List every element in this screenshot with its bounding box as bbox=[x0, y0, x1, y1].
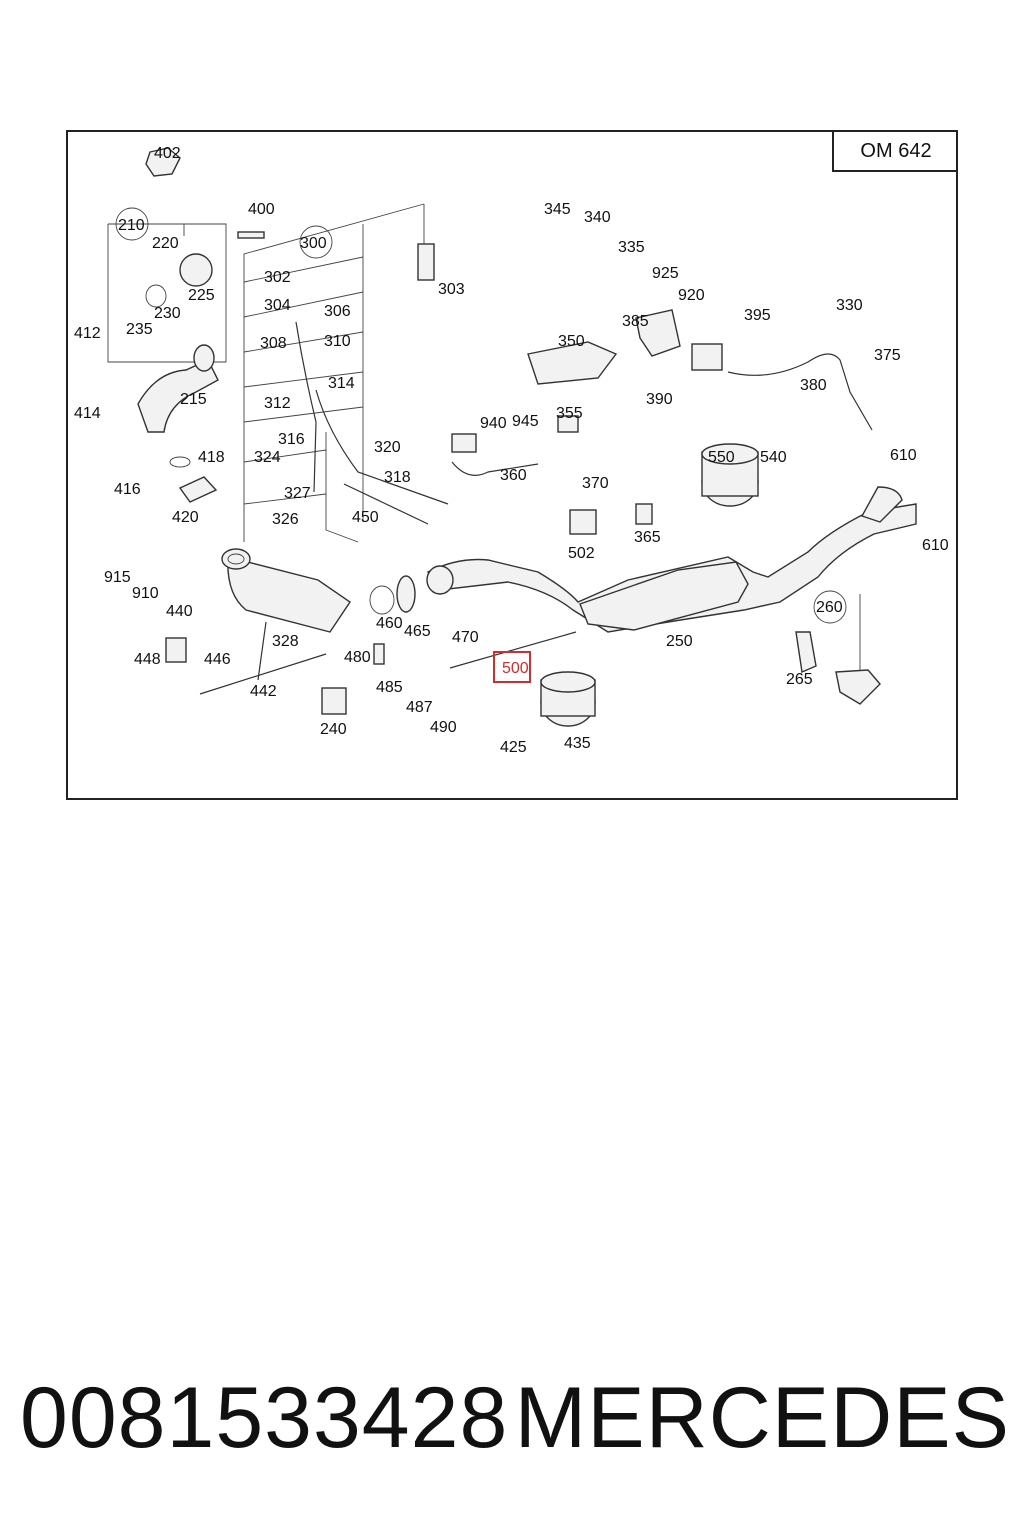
callout-label: 345 bbox=[544, 201, 571, 218]
callout-label: 920 bbox=[678, 287, 705, 304]
callout-label: 306 bbox=[324, 303, 351, 320]
manifold-group bbox=[137, 147, 265, 503]
callout-label: 215 bbox=[180, 391, 207, 408]
callout-label: 425 bbox=[500, 739, 527, 756]
part-number: 0081533428 bbox=[20, 1370, 509, 1466]
footer-caption: 0081533428 MERCEDES bbox=[20, 1368, 1010, 1468]
callout-label: 940 bbox=[480, 415, 507, 432]
model-code-box: OM 642 bbox=[832, 132, 956, 172]
callout-label: 240 bbox=[320, 721, 347, 738]
callout-label: 303 bbox=[438, 281, 465, 298]
callout-label: 310 bbox=[324, 333, 351, 350]
callout-label: 487 bbox=[406, 699, 433, 716]
callout-label: 324 bbox=[254, 449, 281, 466]
callout-label: 460 bbox=[376, 615, 403, 632]
callout-label: 490 bbox=[430, 719, 457, 736]
callout-label: 910 bbox=[132, 585, 159, 602]
callout-label: 308 bbox=[260, 335, 287, 352]
exploded-parts-diagram: 402 400 210 220 225 230 235 412 414 215 … bbox=[66, 130, 958, 800]
callout-label: 235 bbox=[126, 321, 153, 338]
callout-label: 400 bbox=[248, 201, 275, 218]
callout-label: 300 bbox=[300, 235, 327, 252]
callout-label: 265 bbox=[786, 671, 813, 688]
callout-label: 446 bbox=[204, 651, 231, 668]
callout-label: 945 bbox=[512, 413, 539, 430]
callout-label: 326 bbox=[272, 511, 299, 528]
callout-labels: 402 400 210 220 225 230 235 412 414 215 … bbox=[74, 145, 949, 756]
callout-label: 250 bbox=[666, 633, 693, 650]
callout-label: 314 bbox=[328, 375, 355, 392]
callout-label: 320 bbox=[374, 439, 401, 456]
callout-label: 925 bbox=[652, 265, 679, 282]
callout-label: 435 bbox=[564, 735, 591, 752]
callout-label: 318 bbox=[384, 469, 411, 486]
callout-label: 230 bbox=[154, 305, 181, 322]
callout-label: 360 bbox=[500, 467, 527, 484]
callout-label: 480 bbox=[344, 649, 371, 666]
callout-label: 416 bbox=[114, 481, 141, 498]
diagram-drawing: 402 400 210 220 225 230 235 412 414 215 … bbox=[74, 145, 949, 756]
callout-label: 327 bbox=[284, 485, 311, 502]
callout-label: 220 bbox=[152, 235, 179, 252]
callout-label: 350 bbox=[558, 333, 585, 350]
callout-label: 448 bbox=[134, 651, 161, 668]
callout-label: 418 bbox=[198, 449, 225, 466]
callout-label: 412 bbox=[74, 325, 101, 342]
callout-label: 380 bbox=[800, 377, 827, 394]
callout-label: 302 bbox=[264, 269, 291, 286]
callout-label: 385 bbox=[622, 313, 649, 330]
callout-label: 390 bbox=[646, 391, 673, 408]
highlight-box bbox=[493, 651, 531, 683]
callout-label: 340 bbox=[584, 209, 611, 226]
callout-label: 365 bbox=[634, 529, 661, 546]
callout-label: 414 bbox=[74, 405, 101, 422]
callout-label: 540 bbox=[760, 449, 787, 466]
callout-label: 915 bbox=[104, 569, 131, 586]
callout-label: 355 bbox=[556, 405, 583, 422]
callout-label: 470 bbox=[452, 629, 479, 646]
callout-label: 465 bbox=[404, 623, 431, 640]
callout-label: 395 bbox=[744, 307, 771, 324]
callout-label: 402 bbox=[154, 145, 181, 162]
callout-label: 450 bbox=[352, 509, 379, 526]
callout-label: 304 bbox=[264, 297, 291, 314]
callout-label: 502 bbox=[568, 545, 595, 562]
callout-label: 312 bbox=[264, 395, 291, 412]
callout-label: 375 bbox=[874, 347, 901, 364]
callout-label: 610 bbox=[890, 447, 917, 464]
callout-label: 420 bbox=[172, 509, 199, 526]
callout-label: 316 bbox=[278, 431, 305, 448]
callout-label: 260 bbox=[816, 599, 843, 616]
callout-label: 610 bbox=[922, 537, 949, 554]
callout-label: 330 bbox=[836, 297, 863, 314]
callout-label: 370 bbox=[582, 475, 609, 492]
highlighted-callout-label: 500 bbox=[502, 660, 529, 677]
callout-label: 550 bbox=[708, 449, 735, 466]
callout-label: 335 bbox=[618, 239, 645, 256]
sensor-lines bbox=[165, 243, 881, 715]
callout-label: 485 bbox=[376, 679, 403, 696]
callout-label: 440 bbox=[166, 603, 193, 620]
callout-label: 328 bbox=[272, 633, 299, 650]
brand-name: MERCEDES bbox=[514, 1370, 1010, 1466]
callout-label: 442 bbox=[250, 683, 277, 700]
callout-label: 225 bbox=[188, 287, 215, 304]
exhaust-pipe-assembly bbox=[221, 443, 917, 727]
callout-label: 210 bbox=[118, 217, 145, 234]
